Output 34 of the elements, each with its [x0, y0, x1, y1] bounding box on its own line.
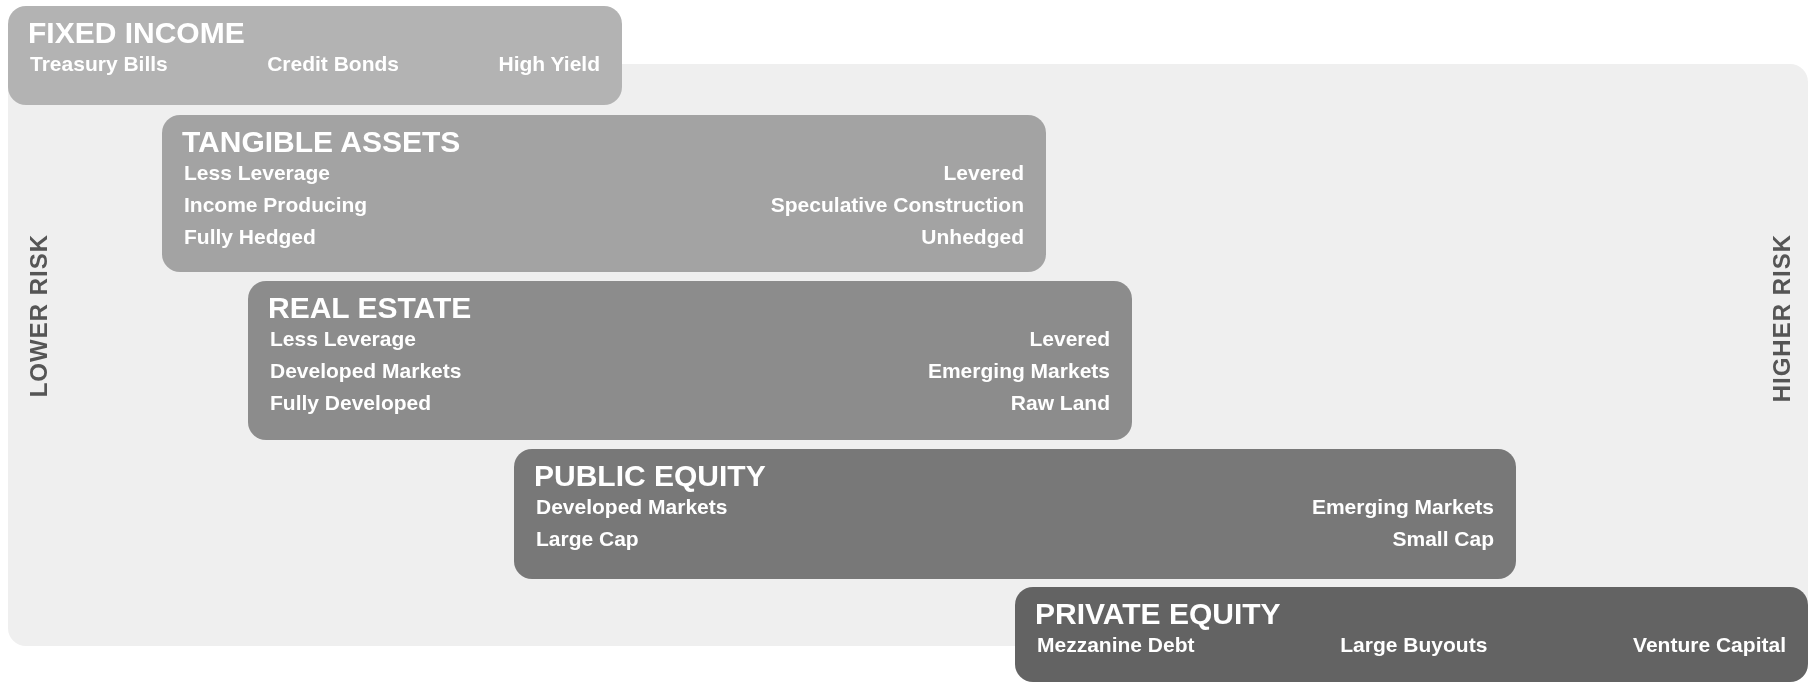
item-label: Large Buyouts	[1340, 632, 1488, 658]
item-label: Fully Developed	[270, 390, 432, 416]
item-label: High Yield	[498, 51, 600, 77]
item-label: Speculative Construction	[770, 192, 1024, 218]
item-label: Developed Markets	[270, 358, 462, 384]
item-label: Less Leverage	[270, 326, 416, 352]
band-title: FIXED INCOME	[28, 16, 245, 50]
category-band	[514, 449, 1516, 579]
item-label: Fully Hedged	[184, 224, 316, 250]
item-label: Raw Land	[1010, 390, 1110, 416]
band-title: TANGIBLE ASSETS	[182, 125, 461, 159]
axis-label: HIGHER RISK	[1768, 234, 1796, 403]
item-label: Mezzanine Debt	[1037, 632, 1195, 658]
category-band	[8, 6, 622, 105]
item-label: Developed Markets	[536, 494, 728, 520]
item-label: Small Cap	[1392, 526, 1494, 552]
category-band	[1015, 587, 1808, 682]
item-label: Venture Capital	[1633, 632, 1786, 658]
item-label: Less Leverage	[184, 160, 330, 186]
band-title: PRIVATE EQUITY	[1035, 597, 1281, 631]
item-label: Levered	[1029, 326, 1110, 352]
item-label: Large Cap	[536, 526, 639, 552]
item-label: Unhedged	[921, 224, 1024, 250]
category-band	[162, 115, 1046, 272]
band-title: REAL ESTATE	[268, 291, 472, 325]
band-title: PUBLIC EQUITY	[534, 459, 766, 493]
item-label: Income Producing	[184, 192, 368, 218]
item-label: Emerging Markets	[1311, 494, 1494, 520]
item-label: Credit Bonds	[267, 51, 400, 77]
category-band	[248, 281, 1132, 440]
item-label: Levered	[943, 160, 1024, 186]
item-label: Emerging Markets	[927, 358, 1110, 384]
axis-label: LOWER RISK	[25, 234, 53, 398]
item-label: Treasury Bills	[30, 51, 168, 77]
